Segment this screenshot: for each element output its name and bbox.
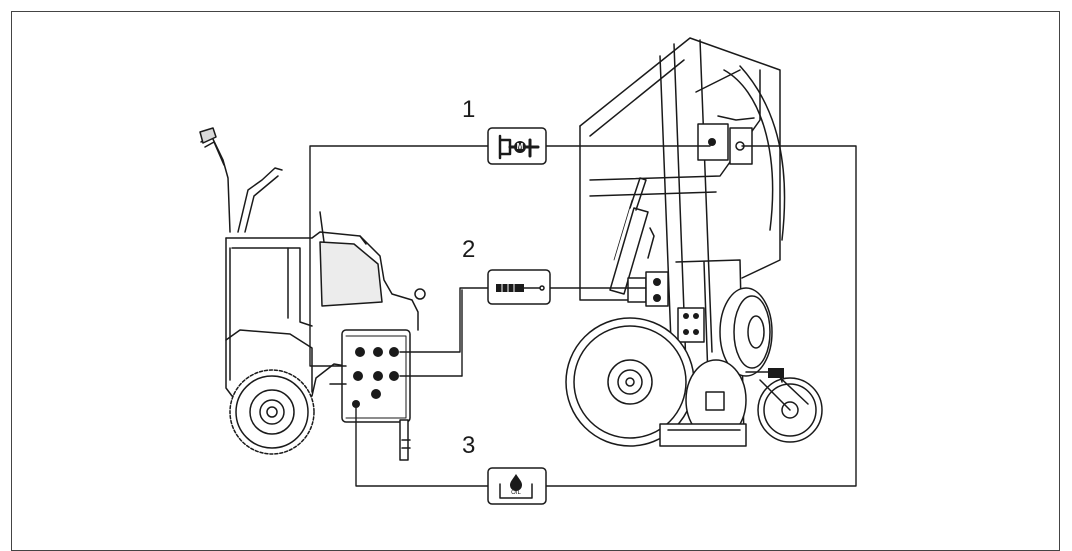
oil-tank-icon bbox=[508, 472, 524, 488]
callout-number-1: 1 bbox=[462, 96, 476, 123]
cylinder-symbol-box bbox=[487, 269, 551, 305]
motor-icon: M bbox=[516, 142, 524, 151]
baler-machine bbox=[565, 37, 823, 447]
hydraulic-cylinder-icon bbox=[494, 282, 546, 294]
hydraulic-lines bbox=[309, 145, 857, 487]
motor-symbol-box bbox=[487, 127, 547, 165]
callout-number-2: 2 bbox=[462, 236, 476, 263]
oil-label: OIL bbox=[511, 490, 521, 496]
oil-tank-symbol-box bbox=[487, 467, 547, 505]
callout-number-3: 3 bbox=[462, 432, 476, 459]
hydraulic-connection-diagram bbox=[199, 37, 857, 505]
tractor bbox=[199, 127, 426, 461]
